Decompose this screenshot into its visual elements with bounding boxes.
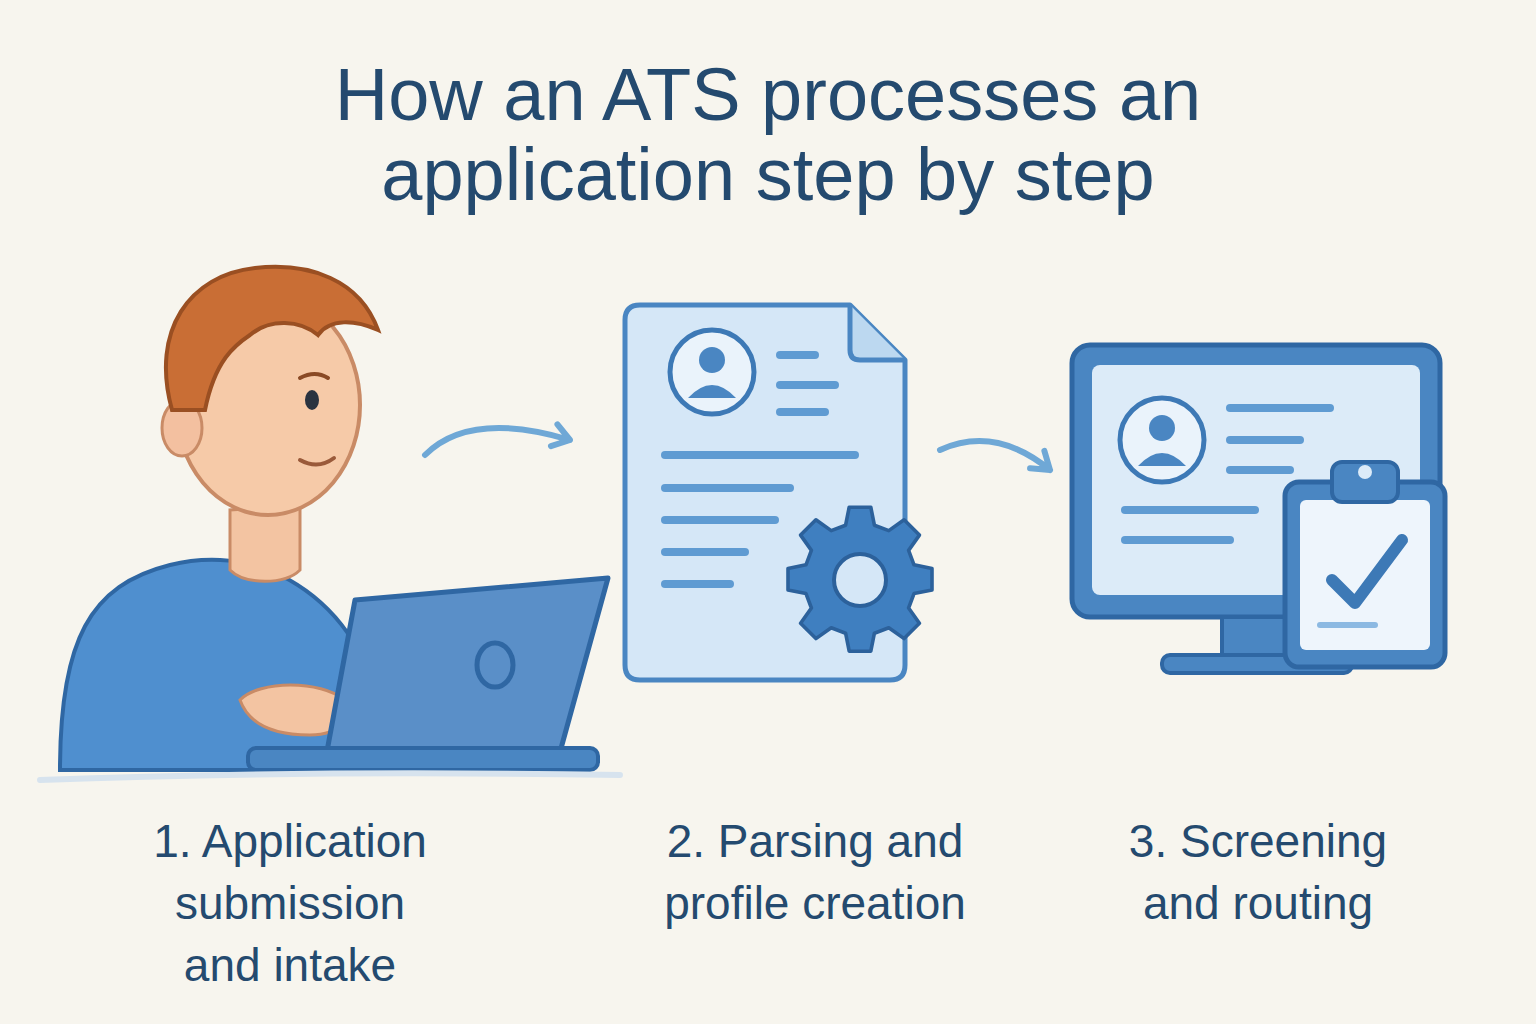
illustration-part [688, 385, 736, 398]
illustration-part [40, 773, 620, 780]
illustration-part [834, 554, 886, 606]
illustration-part [665, 451, 855, 459]
illustration-part [780, 381, 835, 389]
illustration-part [850, 305, 905, 360]
illustration-part [248, 748, 598, 770]
illustration-part [699, 347, 725, 373]
illustration-part [665, 484, 790, 492]
illustration-part [788, 507, 932, 651]
illustration-part [1332, 540, 1402, 603]
illustration-part [665, 580, 730, 588]
illustration-part [665, 548, 745, 556]
illustration-part [1125, 536, 1230, 544]
illustration-part [1300, 500, 1430, 650]
illustration-part [1230, 436, 1300, 444]
illustration-part [788, 507, 932, 651]
step-node: 2. Parsing and profile creation [570, 290, 940, 990]
illustration-part [665, 516, 775, 524]
illustration-part [325, 578, 608, 762]
person-illustration [40, 267, 620, 780]
illustration-part [166, 267, 378, 410]
illustration-part [305, 390, 319, 410]
illustration-part [1120, 398, 1204, 482]
illustration-part [780, 408, 825, 416]
step-node: 3. Screening and routing [1050, 290, 1450, 990]
step-node: 1. Application submission and intake [40, 290, 425, 990]
illustration-part [300, 458, 334, 465]
flow-arrow [940, 441, 1050, 470]
diagram-title: How an ATS processes an application step… [218, 55, 1318, 215]
illustration-part [1230, 404, 1330, 412]
illustration-part [477, 643, 513, 687]
illustration-part [670, 330, 754, 414]
illustration-part [1358, 465, 1372, 479]
flow-arrow [425, 424, 570, 455]
illustration-part [1125, 506, 1255, 514]
step-caption: 1. Application submission and intake [140, 810, 440, 996]
illustration-part [300, 374, 328, 378]
illustration-part [1138, 453, 1186, 466]
illustration-part [1149, 415, 1175, 441]
illustration-part [1332, 462, 1398, 502]
illustration-part [1222, 617, 1290, 657]
illustration-part [1320, 622, 1375, 628]
illustration-part [1285, 482, 1445, 667]
step-caption: 2. Parsing and profile creation [625, 810, 1005, 934]
screening-monitor-icon [1072, 345, 1445, 673]
step-caption: 3. Screening and routing [1108, 810, 1408, 934]
resume-document-icon [625, 305, 932, 680]
illustration-part [780, 351, 815, 359]
illustration-part [1230, 466, 1290, 474]
